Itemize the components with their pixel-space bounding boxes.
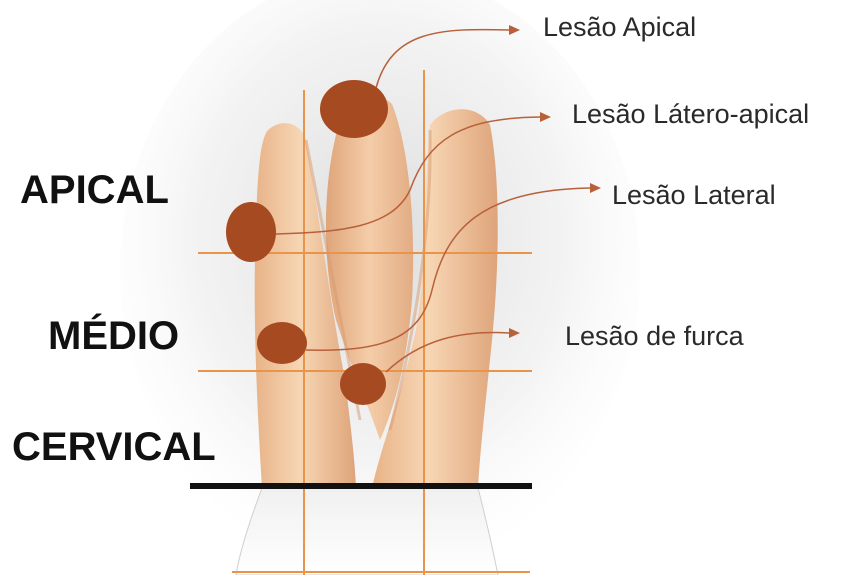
tooth-crown	[236, 488, 498, 575]
label-lesion-lateral: Lesão Lateral	[612, 180, 776, 211]
lesion-furca-circle	[340, 363, 386, 405]
label-apical-region: APICAL	[20, 168, 169, 213]
label-lesion-latero-apical: Lesão Látero-apical	[572, 99, 809, 130]
label-middle-region: MÉDIO	[48, 314, 179, 359]
label-cervical-region: CERVICAL	[12, 425, 216, 470]
lesion-latero-apical-circle	[226, 202, 276, 262]
lesion-lateral-circle	[257, 322, 307, 364]
label-lesion-apical: Lesão Apical	[543, 12, 696, 43]
label-lesion-furca: Lesão de furca	[565, 321, 744, 352]
lesion-apical-circle	[320, 80, 388, 138]
